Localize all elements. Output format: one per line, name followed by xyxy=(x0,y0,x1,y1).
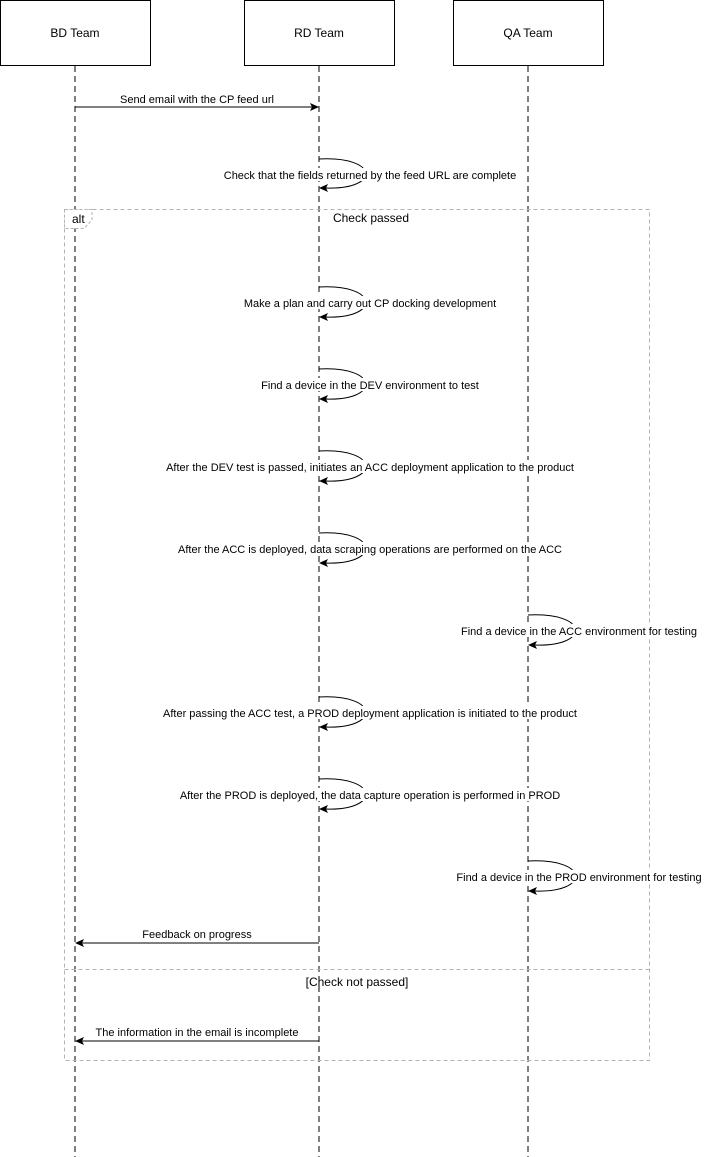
fragment-operator: alt xyxy=(72,212,85,226)
message-label: After the DEV test is passed, initiates … xyxy=(166,462,574,474)
message-dev-device[interactable]: Find a device in the DEV environment to … xyxy=(259,368,481,403)
message-send-email[interactable]: Send email with the CP feed url xyxy=(75,94,319,111)
message-acc-deployment-application[interactable]: After the DEV test is passed, initiates … xyxy=(164,450,576,485)
message-make-plan[interactable]: Make a plan and carry out CP docking dev… xyxy=(242,286,498,321)
fragment-condition-2: [Check not passed] xyxy=(306,975,409,989)
message-prod-deployment-application[interactable]: After passing the ACC test, a PROD deplo… xyxy=(161,696,579,731)
message-email-incomplete[interactable]: The information in the email is incomple… xyxy=(75,1027,319,1045)
message-acc-scraping[interactable]: After the ACC is deployed, data scraping… xyxy=(176,532,564,567)
message-label: After the ACC is deployed, data scraping… xyxy=(178,544,562,556)
message-acc-testing[interactable]: Find a device in the ACC environment for… xyxy=(459,614,699,649)
message-label: Make a plan and carry out CP docking dev… xyxy=(244,298,496,310)
message-label: The information in the email is incomple… xyxy=(96,1027,299,1039)
message-label: After passing the ACC test, a PROD deplo… xyxy=(163,708,577,720)
fragment-condition-1: Check passed xyxy=(333,211,409,225)
message-label: After the PROD is deployed, the data cap… xyxy=(180,790,560,802)
message-label: Find a device in the ACC environment for… xyxy=(461,626,697,638)
participant-bd[interactable]: BD Team xyxy=(0,0,151,66)
message-check-fields[interactable]: Check that the fields returned by the fe… xyxy=(222,158,516,192)
message-prod-testing[interactable]: Find a device in the PROD environment fo… xyxy=(455,860,703,895)
message-label: Feedback on progress xyxy=(142,929,252,941)
participant-label: QA Team xyxy=(503,26,552,40)
participant-label: RD Team xyxy=(294,26,344,40)
message-feedback-progress[interactable]: Feedback on progress xyxy=(75,929,319,947)
message-label: Find a device in the DEV environment to … xyxy=(261,380,479,392)
participant-qa[interactable]: QA Team xyxy=(453,0,604,66)
message-prod-capture[interactable]: After the PROD is deployed, the data cap… xyxy=(178,778,562,813)
participant-label: BD Team xyxy=(50,26,99,40)
participant-rd[interactable]: RD Team xyxy=(244,0,395,66)
message-label: Send email with the CP feed url xyxy=(120,94,274,106)
message-label: Check that the fields returned by the fe… xyxy=(224,170,516,182)
message-label: Find a device in the PROD environment fo… xyxy=(456,872,701,884)
